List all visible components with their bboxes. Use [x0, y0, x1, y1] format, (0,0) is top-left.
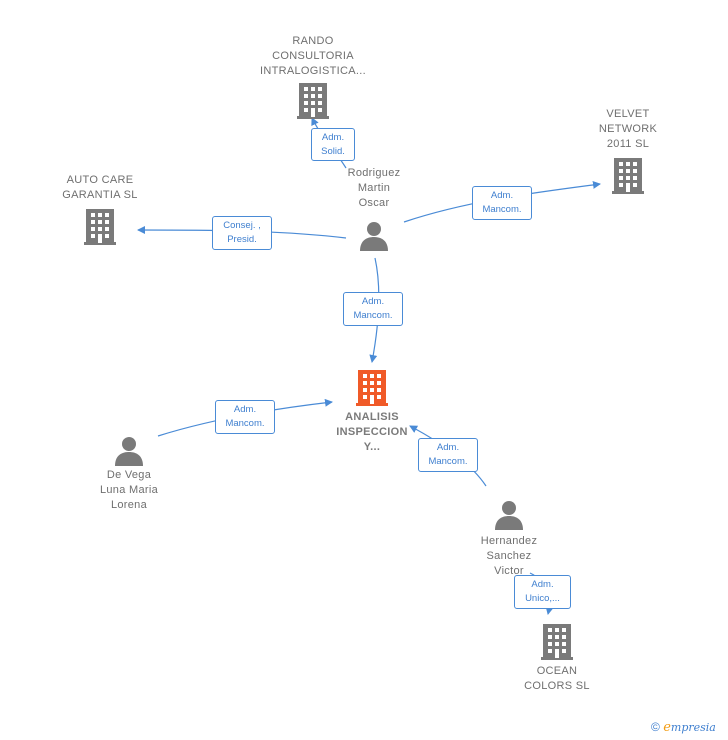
role-label-autocare[interactable]: Consej. , Presid.: [212, 216, 272, 250]
building-icon: [297, 83, 329, 119]
role-label-analisis-devega[interactable]: Adm. Mancom.: [215, 400, 275, 434]
role-label-analisis-hernandez[interactable]: Adm. Mancom.: [418, 438, 478, 472]
company-label: OCEAN COLORS SL: [524, 665, 590, 692]
company-velvet[interactable]: VELVET NETWORK 2011 SL: [588, 107, 668, 194]
company-label: ANALISIS INSPECCION Y...: [336, 411, 408, 453]
person-icon: [115, 437, 143, 466]
building-icon: [541, 624, 573, 660]
person-rodriguez[interactable]: Rodriguez Martin Oscar: [334, 166, 414, 251]
person-icon: [495, 501, 523, 530]
empresia-logo: empresia: [663, 720, 716, 735]
building-icon: [612, 158, 644, 194]
company-label: AUTO CARE GARANTIA SL: [62, 174, 138, 201]
person-label: Hernandez Sanchez Victor: [480, 535, 538, 577]
building-icon: [356, 370, 388, 406]
building-icon: [84, 209, 116, 245]
role-label-rando[interactable]: Adm. Solid.: [311, 128, 355, 161]
footer-brand: © empresia: [651, 720, 716, 735]
role-label-velvet[interactable]: Adm. Mancom.: [472, 186, 532, 220]
person-label: Rodriguez Martin Oscar: [347, 167, 401, 209]
person-icon: [360, 222, 388, 251]
company-ocean[interactable]: OCEAN COLORS SL: [512, 624, 602, 694]
person-hernandez[interactable]: Hernandez Sanchez Victor: [464, 500, 554, 579]
brand-name: mpresia: [670, 721, 716, 734]
company-label: RANDO CONSULTORIA INTRALOGISTICA...: [260, 35, 366, 77]
company-analisis-focus[interactable]: ANALISIS INSPECCION Y...: [326, 370, 418, 455]
copyright-symbol: ©: [651, 720, 660, 734]
brand-initial: e: [663, 720, 671, 735]
role-label-analisis-rodriguez[interactable]: Adm. Mancom.: [343, 292, 403, 326]
company-rando[interactable]: RANDO CONSULTORIA INTRALOGISTICA...: [248, 34, 378, 119]
role-label-ocean[interactable]: Adm. Unico,...: [514, 575, 571, 609]
person-label: De Vega Luna Maria Lorena: [99, 469, 159, 511]
company-autocare[interactable]: AUTO CARE GARANTIA SL: [48, 173, 152, 245]
person-devega[interactable]: De Vega Luna Maria Lorena: [84, 436, 174, 513]
company-label: VELVET NETWORK 2011 SL: [598, 108, 658, 150]
